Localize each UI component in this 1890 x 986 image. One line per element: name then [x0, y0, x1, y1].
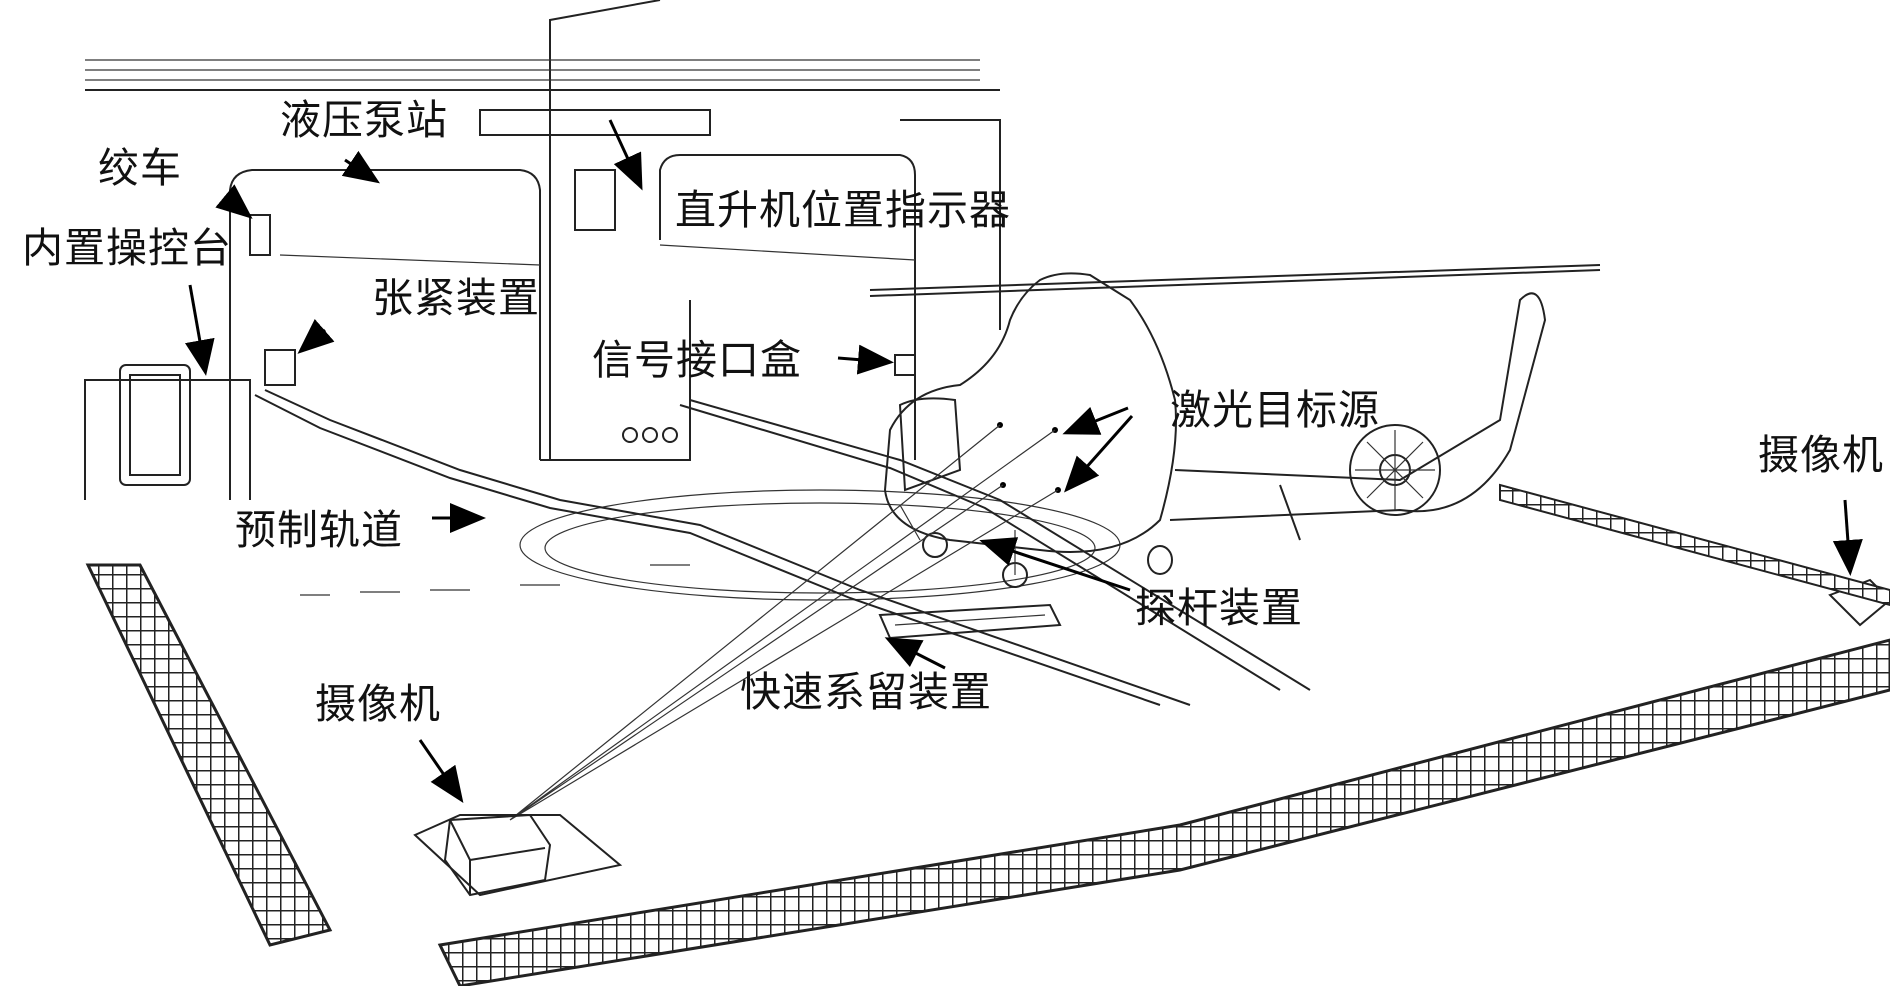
label-tensioner: 张紧装置 [372, 274, 540, 322]
hangar-structure [84, 0, 1001, 500]
label-hydraulic-pump-station: 液压泵站 [280, 96, 448, 144]
label-winch: 绞车 [98, 144, 182, 192]
label-laser-target-source: 激光目标源 [1170, 386, 1380, 434]
prefab-track-drawing [254, 389, 1311, 706]
label-helicopter-position-indicator: 直升机位置指示器 [675, 186, 1011, 234]
callout-arrows [185, 119, 1863, 803]
label-quick-mooring-device: 快速系留装置 [740, 668, 992, 716]
helicopter-drawing [869, 264, 1601, 588]
label-built-in-console: 内置操控台 [22, 224, 232, 272]
camera-box-drawing [413, 813, 623, 897]
laser-beams [509, 424, 1059, 821]
label-camera-left: 摄像机 [315, 680, 441, 728]
quick-mooring-device-drawing [878, 603, 1062, 640]
label-signal-interface-box: 信号接口盒 [592, 336, 802, 384]
label-prefab-track: 预制轨道 [235, 506, 403, 554]
safety-net-drawing [85, 483, 1890, 986]
label-probe-rod-device: 探杆装置 [1135, 584, 1303, 632]
label-camera-right: 摄像机 [1758, 431, 1884, 479]
